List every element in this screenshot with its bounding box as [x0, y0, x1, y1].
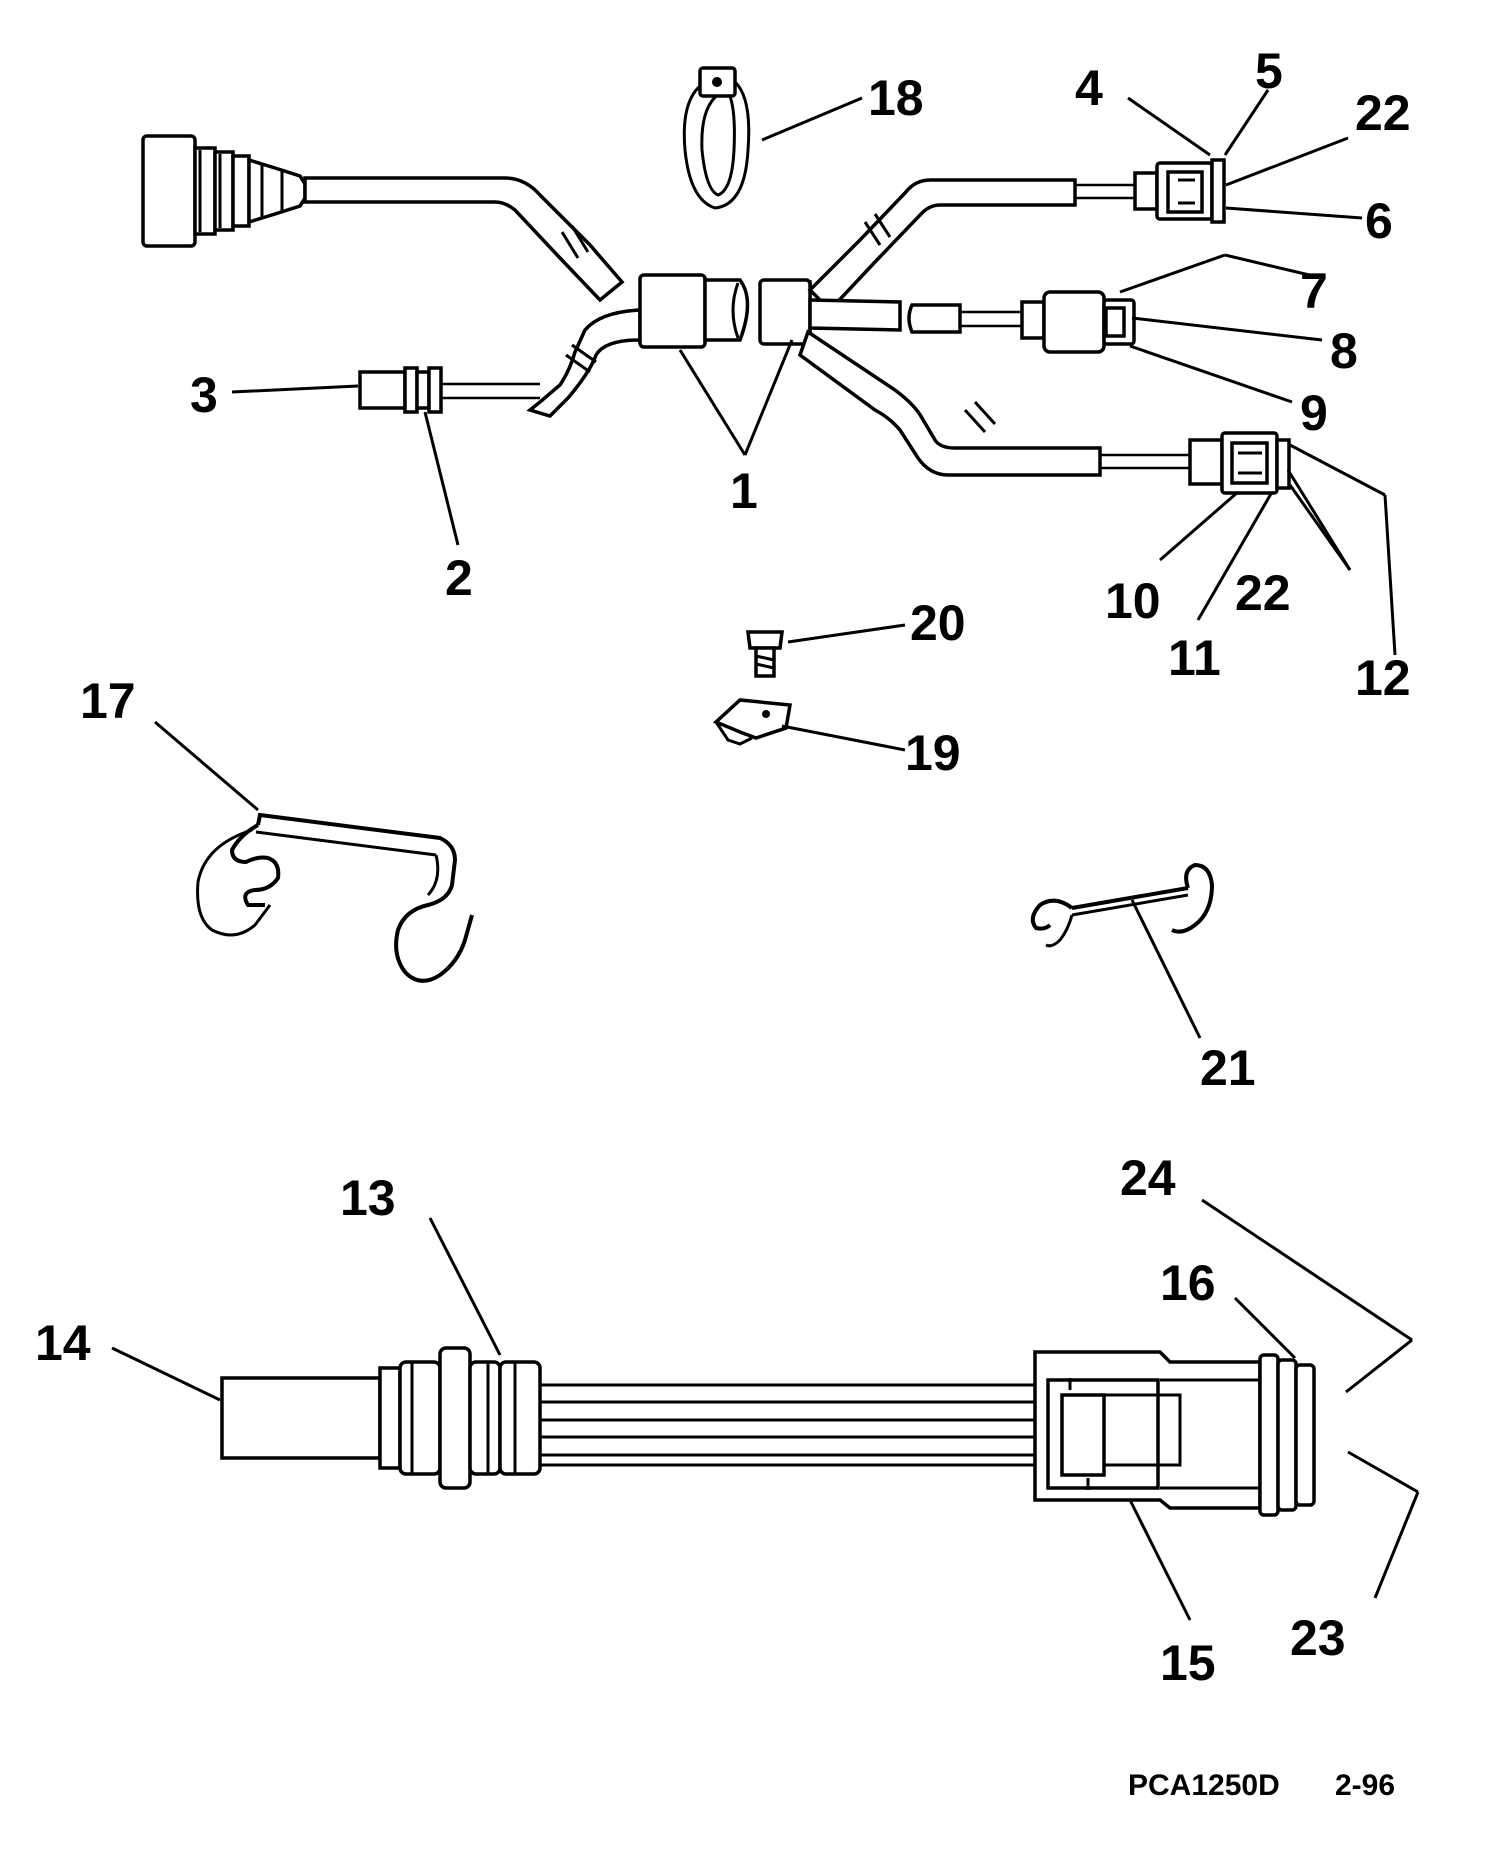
callout-15: 15 [1160, 1635, 1216, 1691]
harness-main-connector [141, 134, 307, 248]
mounting-clip [712, 698, 793, 746]
sensor-probe [220, 1376, 382, 1460]
harness-branch-sensor [526, 308, 642, 418]
callout-18: 18 [868, 70, 924, 126]
sensor-wires [540, 1383, 1035, 1467]
junction-sleeve [638, 273, 812, 349]
callout-11: 11 [1168, 630, 1221, 686]
harness-cable-main [303, 176, 625, 303]
wiring-harness [141, 134, 1291, 495]
callout-5: 5 [1255, 43, 1283, 99]
callout-23: 23 [1290, 1610, 1346, 1666]
callout-22-top: 22 [1355, 85, 1411, 141]
callout-2: 2 [445, 550, 473, 606]
callout-12: 12 [1355, 650, 1411, 706]
figure-date: 2-96 [1335, 1769, 1395, 1802]
harness-branch-middle [808, 298, 902, 332]
callout-10: 10 [1105, 573, 1161, 629]
wire-retainer-small [1030, 862, 1215, 948]
sensor-connector [1033, 1350, 1316, 1517]
callout-6: 6 [1365, 193, 1393, 249]
callout-7: 7 [1300, 263, 1328, 319]
callout-21: 21 [1200, 1040, 1256, 1096]
callout-9: 9 [1300, 385, 1328, 441]
sensor-assembly [220, 1346, 1316, 1517]
harness-branch-upper [807, 178, 1077, 313]
callout-8: 8 [1330, 323, 1358, 379]
sensor-small [358, 366, 540, 414]
callout-1: 1 [730, 463, 758, 519]
callout-17: 17 [80, 673, 136, 729]
screw [746, 630, 784, 678]
figure-code: PCA1250D [1128, 1769, 1280, 1802]
connector-lower-right [1188, 431, 1291, 495]
callout-3: 3 [190, 367, 218, 423]
leader-lines [111, 89, 1420, 1621]
connector-middle-right [1020, 290, 1136, 354]
callout-19: 19 [905, 725, 961, 781]
callout-20: 20 [910, 595, 966, 651]
callout-labels: 1 2 3 4 5 22 6 7 8 9 10 11 22 12 13 14 1… [35, 43, 1411, 1691]
callout-22-bottom: 22 [1235, 565, 1291, 621]
callout-16: 16 [1160, 1255, 1216, 1311]
callout-24: 24 [1120, 1150, 1176, 1206]
harness-branch-lower [797, 329, 1102, 477]
cable-tie [682, 66, 751, 210]
callout-14: 14 [35, 1315, 91, 1371]
wire-retainer-large [196, 812, 474, 983]
callout-4: 4 [1075, 60, 1103, 116]
figure-footer: PCA1250D 2-96 [1128, 1769, 1395, 1802]
connector-upper-right [1133, 158, 1226, 224]
callout-13: 13 [340, 1170, 396, 1226]
